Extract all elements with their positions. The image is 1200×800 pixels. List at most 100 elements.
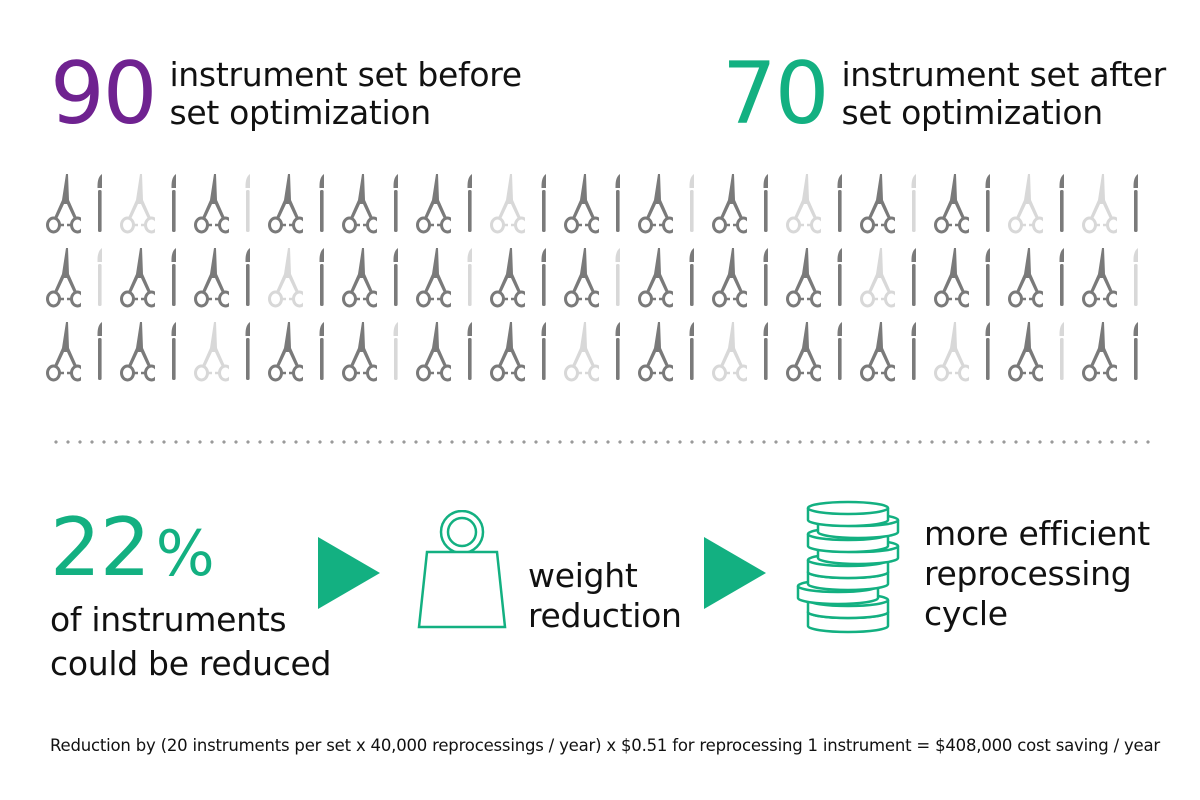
scissors-icon [1006, 320, 1043, 382]
scalpel-icon [81, 246, 118, 308]
scalpel-icon [1043, 172, 1080, 234]
scalpel-icon [525, 172, 562, 234]
stat-after-optimization: 70 instrument set after set optimization [722, 44, 1166, 144]
scissors-icon [710, 246, 747, 308]
scalpel-icon [969, 246, 1006, 308]
scalpel-icon [673, 320, 710, 382]
scissors-icon [192, 320, 229, 382]
after-caption: instrument set after set optimization [841, 55, 1166, 132]
scissors-icon [44, 320, 81, 382]
scissors-icon [340, 246, 377, 308]
percent-value: 22 [50, 501, 151, 594]
scissors-icon [1080, 172, 1117, 234]
scissors-icon [266, 246, 303, 308]
scissors-icon [636, 172, 673, 234]
reduction-percentage: 22% [50, 508, 215, 591]
scalpel-icon [377, 172, 414, 234]
scissors-icon [118, 246, 155, 308]
scalpel-icon [747, 246, 784, 308]
scalpel-icon [377, 246, 414, 308]
scissors-icon [44, 246, 81, 308]
efficiency-label-line1: more efficient [924, 514, 1150, 553]
scissors-icon [710, 172, 747, 234]
scalpel-icon [451, 172, 488, 234]
after-caption-line2: set optimization [841, 93, 1103, 132]
cost-saving-footnote: Reduction by (20 instruments per set x 4… [50, 736, 1160, 755]
weight-label-line1: weight [528, 556, 638, 595]
after-caption-line1: instrument set after [841, 55, 1166, 94]
scalpel-icon [673, 172, 710, 234]
scalpel-icon [303, 172, 340, 234]
scalpel-icon [525, 320, 562, 382]
instrument-row [44, 320, 1154, 382]
scalpel-icon [229, 320, 266, 382]
weight-icon [414, 509, 510, 634]
before-caption: instrument set before set optimization [169, 55, 522, 132]
reduction-caption-line2: could be reduced [50, 644, 332, 683]
scalpel-icon [1043, 246, 1080, 308]
before-caption-line2: set optimization [169, 93, 431, 132]
scissors-icon [414, 320, 451, 382]
scalpel-icon [1117, 246, 1154, 308]
scissors-icon [932, 172, 969, 234]
efficiency-label: more efficient reprocessing cycle [924, 514, 1150, 634]
scalpel-icon [969, 320, 1006, 382]
scissors-icon [562, 246, 599, 308]
reduction-caption-line1: of instruments [50, 600, 287, 639]
scissors-icon [858, 246, 895, 308]
scalpel-icon [451, 246, 488, 308]
scalpel-icon [155, 172, 192, 234]
scissors-icon [636, 246, 673, 308]
scissors-icon [562, 320, 599, 382]
stat-before-optimization: 90 instrument set before set optimizatio… [50, 44, 522, 144]
scissors-icon [118, 320, 155, 382]
scissors-icon [1006, 172, 1043, 234]
scissors-icon [858, 320, 895, 382]
after-count: 70 [722, 44, 829, 144]
scalpel-icon [895, 246, 932, 308]
weight-reduction-label: weight reduction [528, 556, 682, 636]
scalpel-icon [895, 172, 932, 234]
scissors-icon [636, 320, 673, 382]
scissors-icon [488, 246, 525, 308]
scissors-icon [266, 172, 303, 234]
scalpel-icon [599, 172, 636, 234]
scissors-icon [414, 246, 451, 308]
scalpel-icon [1117, 320, 1154, 382]
arrow-right-icon [318, 537, 380, 609]
scissors-icon [414, 172, 451, 234]
reduction-caption: of instruments could be reduced [50, 598, 332, 686]
before-count: 90 [50, 44, 157, 144]
scissors-icon [784, 246, 821, 308]
dotted-divider [50, 440, 1150, 444]
scalpel-icon [81, 172, 118, 234]
scalpel-icon [303, 320, 340, 382]
scissors-icon [118, 172, 155, 234]
instrument-row [44, 172, 1154, 234]
scissors-icon [784, 320, 821, 382]
scissors-icon [192, 246, 229, 308]
before-caption-line1: instrument set before [169, 55, 522, 94]
percent-symbol: % [155, 517, 215, 590]
scalpel-icon [1117, 172, 1154, 234]
arrow-right-icon [704, 537, 766, 609]
scalpel-icon [155, 246, 192, 308]
efficiency-label-line3: cycle [924, 594, 1008, 633]
scissors-icon [44, 172, 81, 234]
scissors-icon [784, 172, 821, 234]
scalpel-icon [525, 246, 562, 308]
scalpel-icon [1043, 320, 1080, 382]
scalpel-icon [895, 320, 932, 382]
scissors-icon [488, 320, 525, 382]
scalpel-icon [81, 320, 118, 382]
scalpel-icon [377, 320, 414, 382]
scalpel-icon [229, 246, 266, 308]
scissors-icon [266, 320, 303, 382]
coin-stack-icon [796, 500, 900, 644]
weight-label-line2: reduction [528, 596, 682, 635]
scalpel-icon [599, 246, 636, 308]
scalpel-icon [599, 320, 636, 382]
scalpel-icon [821, 320, 858, 382]
scissors-icon [932, 320, 969, 382]
efficiency-label-line2: reprocessing [924, 554, 1132, 593]
